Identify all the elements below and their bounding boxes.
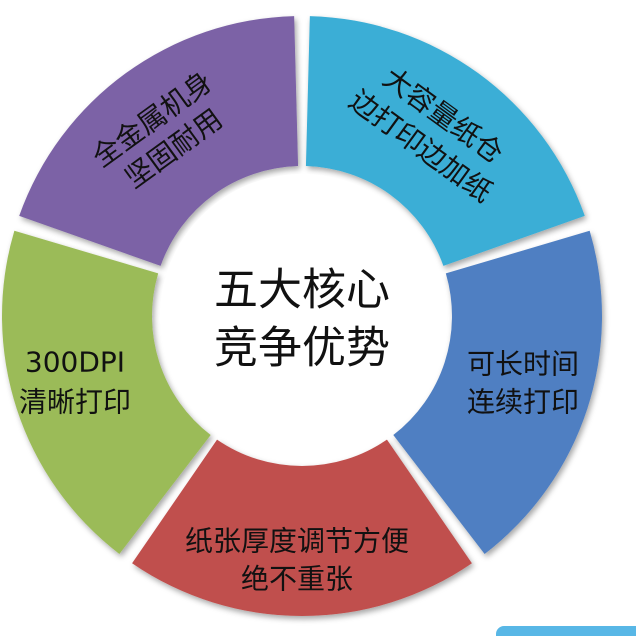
center-title-line: 竞争优势 <box>214 323 390 374</box>
segment-dpi-print <box>19 16 299 266</box>
segment-long-print <box>132 439 472 616</box>
corner-accent-bar <box>496 626 636 636</box>
segment-label-line: 纸张厚度调节方便 <box>185 525 409 558</box>
segment-metal-body <box>305 16 585 266</box>
segment-big-paper-tray <box>393 230 602 555</box>
center-circle <box>160 174 444 458</box>
segment-label-dpi-print: 300DPI 清晰打印 <box>19 346 131 419</box>
segment-label-line: 可长时间 <box>467 348 579 381</box>
center-title-line: 五大核心 <box>214 265 390 316</box>
segment-label-line: 连续打印 <box>467 386 579 419</box>
segment-label-line: 清晰打印 <box>19 386 131 419</box>
segment-label-line: 绝不重张 <box>241 563 353 596</box>
segment-label-line: 300DPI <box>25 346 125 379</box>
segment-paper-thickness <box>1 230 211 555</box>
